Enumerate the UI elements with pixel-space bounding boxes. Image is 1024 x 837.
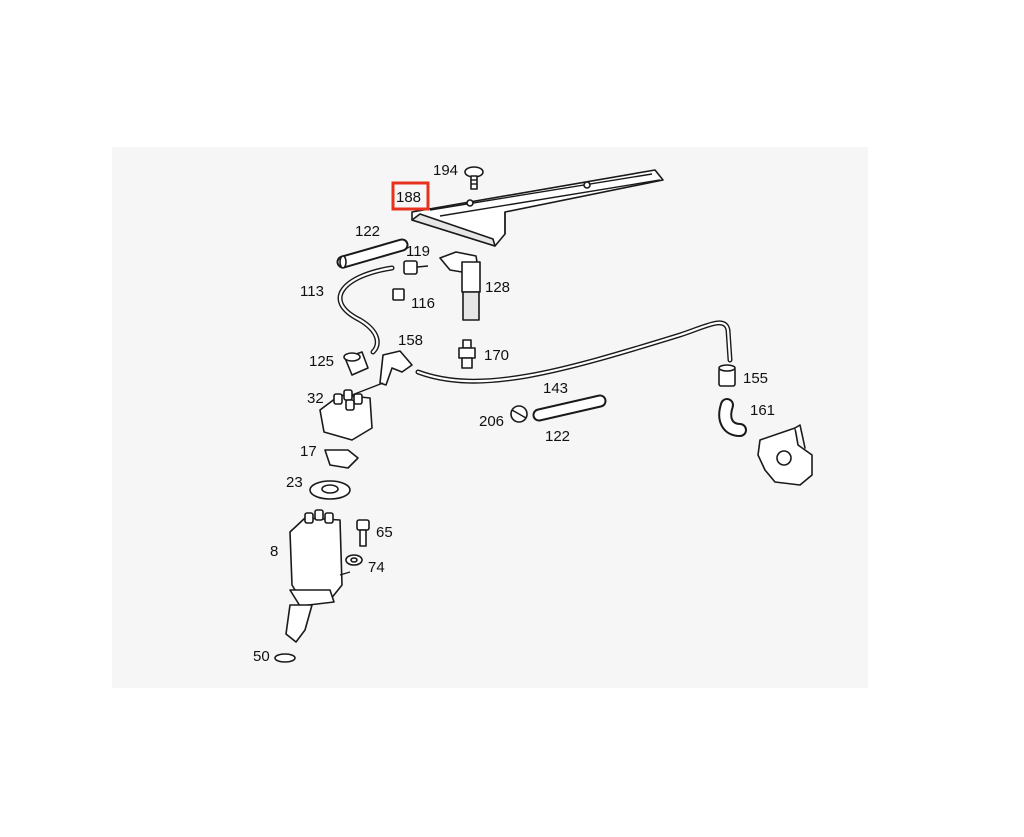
part-122-lower-hose[interactable] [532, 394, 607, 422]
part-bracket-unit[interactable] [757, 424, 813, 486]
callout-65[interactable]: 65 [376, 524, 393, 541]
part-125-cap[interactable] [343, 351, 369, 376]
callout-8[interactable]: 8 [270, 543, 278, 560]
callout-206[interactable]: 206 [479, 413, 504, 430]
callout-32[interactable]: 32 [307, 390, 324, 407]
part-113-cable[interactable] [337, 265, 395, 355]
part-116-clip[interactable] [392, 288, 405, 301]
part-188-rail[interactable] [411, 169, 664, 247]
callout-155[interactable]: 155 [743, 370, 768, 387]
part-194-screw[interactable] [464, 166, 484, 190]
callout-116[interactable]: 116 [411, 295, 435, 312]
callout-113[interactable]: 113 [300, 283, 324, 300]
callout-188[interactable]: 188 [396, 189, 421, 206]
callout-170[interactable]: 170 [484, 347, 509, 364]
part-74-washer[interactable] [345, 554, 363, 566]
part-128-plug-boot[interactable] [439, 251, 481, 321]
callout-23[interactable]: 23 [286, 474, 303, 491]
part-170-spark-plug[interactable] [458, 339, 476, 369]
callout-194[interactable]: 194 [433, 162, 458, 179]
callout-122-lower[interactable]: 122 [545, 428, 570, 445]
part-17-rotor[interactable] [324, 449, 359, 469]
callout-119[interactable]: 119 [406, 243, 430, 260]
part-23-seal[interactable] [309, 480, 351, 500]
callout-161[interactable]: 161 [750, 402, 775, 419]
callout-122-upper[interactable]: 122 [355, 223, 380, 240]
part-143-cable[interactable] [415, 320, 733, 384]
callout-74[interactable]: 74 [368, 559, 385, 576]
part-158-connector[interactable] [351, 350, 413, 396]
part-50-o-ring[interactable] [274, 653, 296, 663]
part-65-bolt[interactable] [356, 519, 370, 547]
callout-158[interactable]: 158 [398, 332, 423, 349]
part-32-distributor-cap[interactable] [319, 389, 373, 441]
callout-125[interactable]: 125 [309, 353, 334, 370]
part-119-connector[interactable] [403, 260, 429, 275]
part-155-cap[interactable] [718, 364, 736, 387]
part-206-clip[interactable] [510, 405, 528, 423]
callout-128[interactable]: 128 [485, 279, 510, 296]
callout-17[interactable]: 17 [300, 443, 317, 460]
highlight-box [391, 181, 430, 211]
callout-143[interactable]: 143 [543, 380, 568, 397]
callout-50[interactable]: 50 [253, 648, 270, 665]
part-122-upper-hose[interactable] [336, 238, 409, 269]
part-8-distributor[interactable] [285, 509, 351, 643]
part-161-elbow[interactable] [718, 398, 747, 437]
